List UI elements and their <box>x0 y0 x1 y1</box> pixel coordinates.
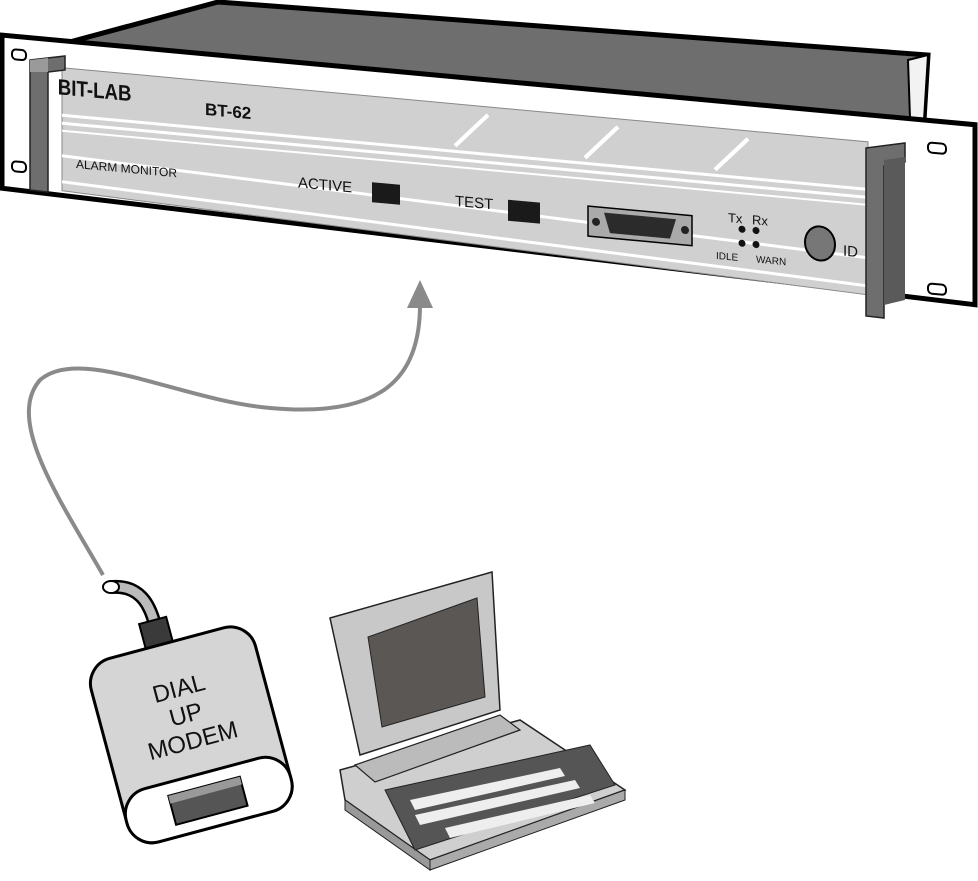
laptop <box>329 571 627 871</box>
right-handle <box>865 142 906 319</box>
id-label: ID <box>843 243 858 261</box>
left-handle <box>29 55 66 193</box>
serial-connector[interactable] <box>587 205 693 247</box>
warn-label: WARN <box>756 255 786 269</box>
active-label: ACTIVE <box>298 174 352 196</box>
connection-arrow <box>27 304 422 576</box>
rx-label: Rx <box>752 212 768 228</box>
tx-label: Tx <box>728 210 743 226</box>
dial-up-modem: DIAL UP MODEM <box>88 579 294 845</box>
tx-led <box>738 225 746 233</box>
rack-front-panel: BIT-LAB BT-62 ALARM MONITOR ACTIVE TEST … <box>0 32 978 308</box>
idle-label: IDLE <box>716 251 739 264</box>
rx-led <box>752 227 760 235</box>
mount-hole <box>927 282 947 296</box>
laptop-screen <box>367 597 486 728</box>
active-indicator <box>372 182 400 205</box>
id-button[interactable] <box>804 225 836 262</box>
warn-led <box>752 241 760 249</box>
test-label: TEST <box>455 193 493 213</box>
idle-led <box>738 239 746 247</box>
rack-side <box>906 53 930 122</box>
mount-hole <box>927 141 947 155</box>
model-label: BT-62 <box>205 100 251 123</box>
arrow-head-icon <box>407 280 433 308</box>
test-indicator <box>508 199 540 224</box>
